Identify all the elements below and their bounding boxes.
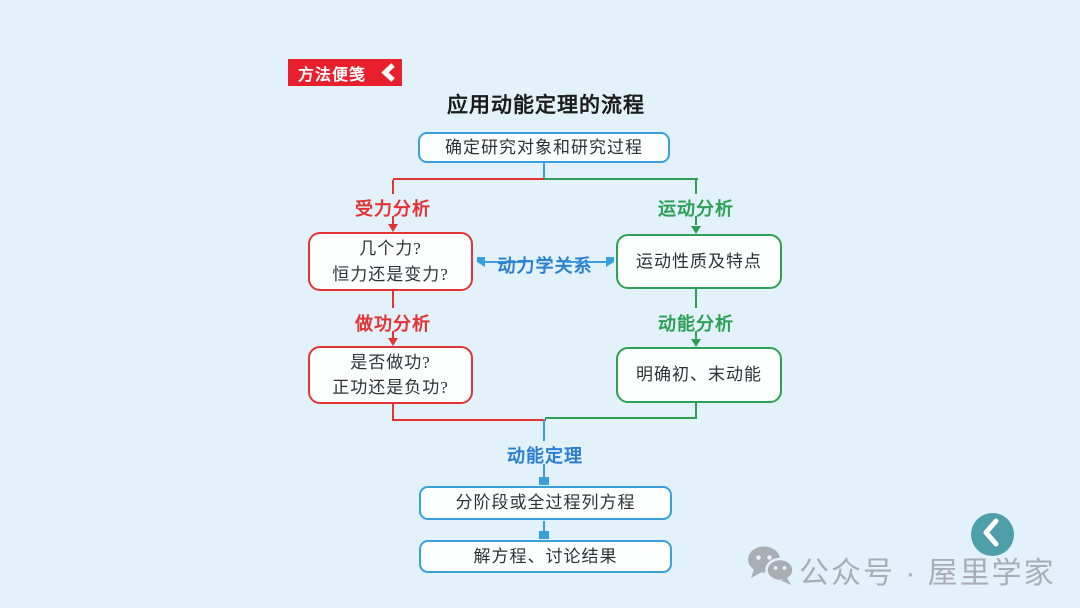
arrowhead-right-2 bbox=[691, 339, 701, 347]
connector-merge-left-v bbox=[392, 404, 394, 421]
connector-left-1b bbox=[392, 216, 394, 225]
label-kinetic-energy-analysis: 动能分析 bbox=[658, 314, 734, 334]
arrowhead-left-1 bbox=[388, 224, 398, 232]
label-work-analysis: 做功分析 bbox=[355, 314, 431, 334]
flow-box-text: 明确初、末动能 bbox=[636, 365, 762, 385]
connector-left-1a bbox=[392, 180, 394, 194]
connector-split-right bbox=[544, 178, 698, 180]
ribbon-notch-icon bbox=[380, 63, 398, 87]
flow-box-forces: 几个力? 恒力还是变力? bbox=[308, 232, 473, 291]
flow-box-text: 解方程、讨论结果 bbox=[473, 546, 618, 566]
flow-box-text: 分阶段或全过程列方程 bbox=[455, 493, 636, 513]
flow-box-motion-properties: 运动性质及特点 bbox=[616, 234, 782, 289]
connector-split-left bbox=[393, 178, 544, 180]
label-dynamics-relation: 动力学关系 bbox=[497, 256, 593, 276]
flow-box-text: 恒力还是变力? bbox=[332, 264, 449, 284]
flow-box-text: 几个力? bbox=[359, 239, 422, 258]
arrowhead-middle-right bbox=[606, 257, 614, 267]
flow-box-text: 是否做功? bbox=[350, 352, 431, 372]
flow-box-text: 正功还是负功? bbox=[332, 378, 449, 397]
flow-box-determine-object-process: 确定研究对象和研究过程 bbox=[418, 132, 670, 163]
flow-box-write-equations: 分阶段或全过程列方程 bbox=[419, 486, 672, 520]
connector-right-1a bbox=[695, 180, 697, 194]
flow-box-text: 运动性质及特点 bbox=[636, 251, 762, 271]
flow-box-text: 确定研究对象和研究过程 bbox=[445, 137, 643, 157]
method-note-ribbon: 方法便笺 bbox=[288, 59, 402, 86]
connector-right-2b bbox=[695, 331, 697, 339]
connector-right-1b bbox=[695, 216, 697, 225]
connector-right-2a bbox=[695, 289, 697, 308]
arrowhead-bottom bbox=[539, 531, 549, 539]
wechat-icon bbox=[747, 546, 795, 590]
flow-box-work-done: 是否做功? 正功还是负功? bbox=[308, 346, 473, 404]
label-kinetic-energy-theorem: 动能定理 bbox=[507, 446, 583, 466]
back-button[interactable] bbox=[971, 513, 1014, 556]
connector-theorem-a bbox=[543, 419, 545, 441]
back-chevron-icon bbox=[971, 511, 1014, 559]
page-title: 应用动能定理的流程 bbox=[447, 94, 645, 117]
arrowhead-right-1 bbox=[691, 226, 701, 234]
connector-merge-right-h bbox=[545, 417, 697, 419]
method-note-label: 方法便笺 bbox=[298, 66, 367, 84]
arrowhead-middle-left bbox=[477, 257, 485, 267]
label-force-analysis: 受力分析 bbox=[355, 199, 431, 219]
connector-left-2b bbox=[392, 331, 394, 339]
connector-middle-right bbox=[566, 261, 606, 263]
flow-box-solve-discuss: 解方程、讨论结果 bbox=[419, 540, 672, 573]
watermark-text: 公众号 · 屋里学家 bbox=[799, 557, 1056, 590]
connector-merge-left-h bbox=[393, 419, 546, 421]
connector-theorem-b bbox=[543, 464, 545, 477]
connector-merge-right-v bbox=[695, 403, 697, 419]
flow-box-initial-final-ke: 明确初、末动能 bbox=[616, 347, 782, 403]
connector-middle-left bbox=[484, 261, 524, 263]
arrowhead-theorem bbox=[539, 477, 549, 485]
label-motion-analysis: 运动分析 bbox=[658, 199, 734, 219]
connector-bottom bbox=[543, 521, 545, 532]
arrowhead-left-2 bbox=[388, 338, 398, 346]
connector-left-2a bbox=[392, 291, 394, 308]
connector-top-vertical bbox=[543, 163, 545, 179]
